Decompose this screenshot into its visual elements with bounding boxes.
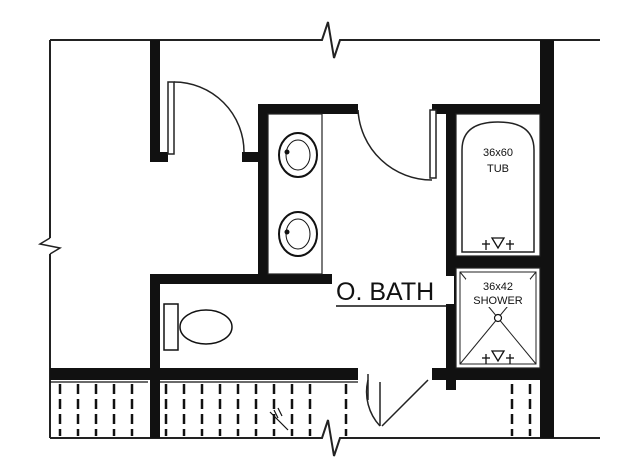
valve-icon bbox=[482, 237, 514, 250]
drain-icon bbox=[493, 313, 503, 323]
valve-icon bbox=[482, 350, 514, 364]
stair-treads bbox=[58, 384, 532, 436]
tub-name-label: TUB bbox=[487, 163, 509, 175]
door-leaf-top bbox=[429, 109, 437, 179]
toilet-icon bbox=[163, 303, 233, 351]
door-swing-icon bbox=[357, 109, 433, 181]
sink-icon bbox=[278, 132, 318, 178]
shower: 36x42 SHOWER bbox=[455, 267, 541, 369]
door-swing-icon bbox=[365, 379, 381, 427]
room-name: O. BATH bbox=[336, 278, 434, 306]
tub-size-label: 36x60 bbox=[483, 147, 513, 159]
door-swings bbox=[167, 81, 437, 427]
room-label: O. BATH bbox=[334, 276, 454, 307]
door-swing-icon bbox=[173, 81, 245, 153]
shower-name-label: SHOWER bbox=[473, 295, 523, 307]
vanity bbox=[267, 113, 323, 275]
sink-icon bbox=[278, 211, 318, 257]
door-leaf-left bbox=[167, 81, 175, 155]
walls bbox=[50, 40, 554, 438]
tub: 36x60 TUB bbox=[455, 113, 541, 257]
shower-size-label: 36x42 bbox=[483, 281, 513, 293]
door-leaf-bottom bbox=[381, 379, 429, 427]
break-line-icon bbox=[269, 407, 289, 431]
exterior-outline bbox=[37, 21, 600, 457]
